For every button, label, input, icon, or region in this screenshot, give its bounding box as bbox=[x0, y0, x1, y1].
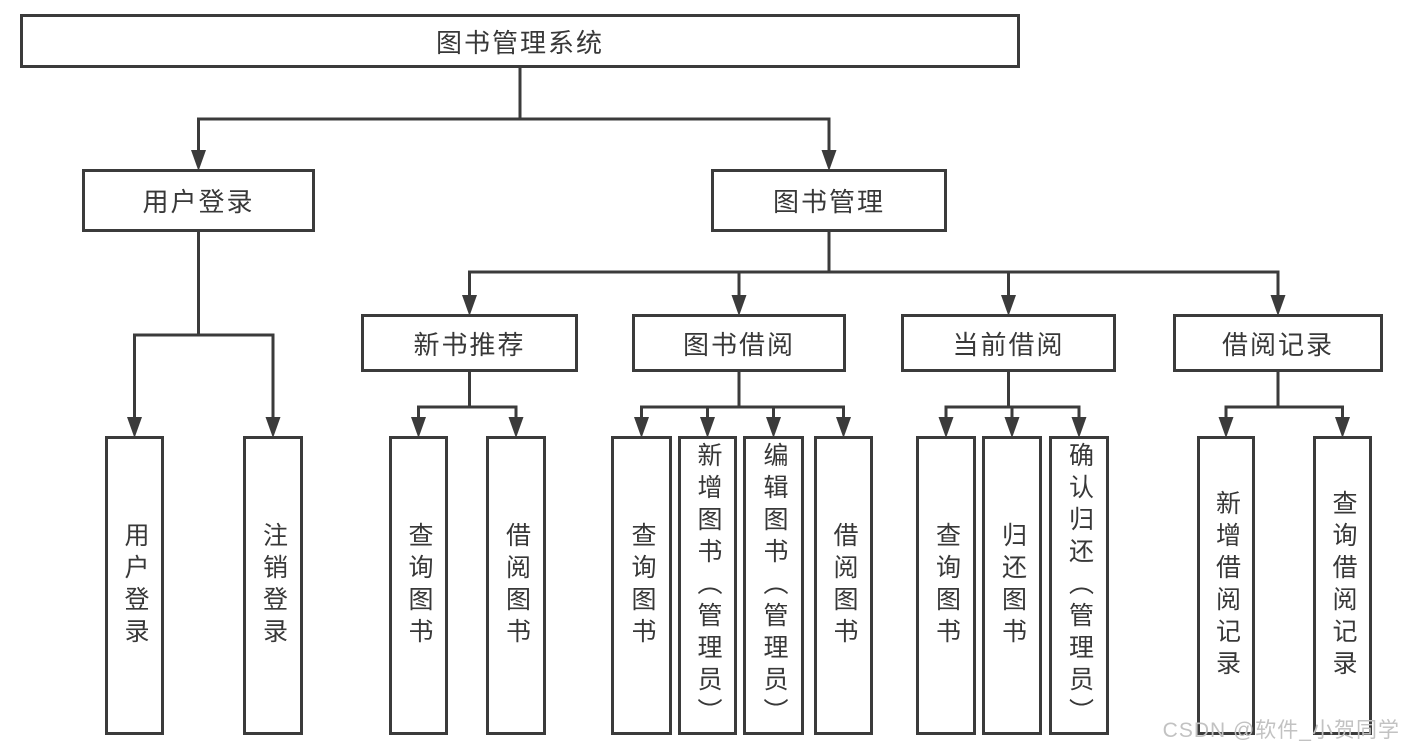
node-leaf-query-books-current: 查询图书 bbox=[916, 436, 976, 735]
node-book-management: 图书管理 bbox=[711, 169, 947, 232]
arrowhead-icon bbox=[766, 417, 781, 438]
node-book-borrowing: 图书借阅 bbox=[632, 314, 846, 372]
node-leaf-borrow-books: 借阅图书 bbox=[814, 436, 873, 735]
arrowhead-icon bbox=[1218, 417, 1234, 438]
node-label-leaf-add-borrow-record: 新增借阅记录 bbox=[1212, 489, 1241, 682]
node-label-leaf-add-books-admin: 新增图书（管理员） bbox=[694, 441, 722, 730]
node-leaf-edit-books-admin: 编辑图书（管理员） bbox=[743, 436, 804, 735]
node-label-current-borrowing: 当前借阅 bbox=[952, 329, 1065, 360]
node-leaf-logout: 注销登录 bbox=[243, 436, 303, 735]
node-label-leaf-query-books-rec: 查询图书 bbox=[405, 521, 433, 650]
node-label-leaf-query-borrow-record: 查询借阅记录 bbox=[1329, 489, 1357, 682]
arrowhead-icon bbox=[1001, 295, 1016, 316]
node-label-leaf-return-books: 归还图书 bbox=[998, 521, 1027, 650]
node-leaf-query-books-rec: 查询图书 bbox=[389, 436, 448, 735]
connector-user-login bbox=[133, 230, 275, 419]
arrowhead-icon bbox=[836, 417, 851, 438]
node-leaf-return-books: 归还图书 bbox=[982, 436, 1042, 735]
node-label-borrowing-records: 借阅记录 bbox=[1221, 329, 1334, 360]
arrowhead-icon bbox=[508, 417, 524, 438]
arrowhead-icon bbox=[1270, 295, 1286, 316]
node-user-login: 用户登录 bbox=[82, 169, 315, 232]
node-label-root: 图书管理系统 bbox=[435, 27, 604, 58]
arrowhead-icon bbox=[731, 295, 747, 316]
arrowhead-icon bbox=[1071, 417, 1087, 438]
node-borrowing-records: 借阅记录 bbox=[1173, 314, 1383, 372]
node-label-book-management: 图书管理 bbox=[772, 187, 885, 217]
arrowhead-icon bbox=[938, 417, 954, 438]
arrowhead-icon bbox=[191, 150, 206, 171]
node-label-leaf-user-login: 用户登录 bbox=[121, 521, 149, 650]
arrowhead-icon bbox=[634, 417, 649, 438]
node-label-leaf-confirm-return: 确认归还（管理员） bbox=[1065, 441, 1094, 730]
node-label-book-borrowing: 图书借阅 bbox=[682, 329, 795, 360]
arrowhead-icon bbox=[127, 417, 142, 438]
node-leaf-add-borrow-record: 新增借阅记录 bbox=[1197, 436, 1255, 735]
connector-book-borrowing bbox=[640, 370, 845, 419]
connector-new-book-recommend bbox=[417, 370, 518, 419]
arrowhead-icon bbox=[1335, 417, 1350, 438]
node-leaf-confirm-return: 确认归还（管理员） bbox=[1049, 436, 1109, 735]
node-root: 图书管理系统 bbox=[20, 14, 1020, 68]
arrowhead-icon bbox=[700, 417, 715, 438]
connector-borrowing-records bbox=[1224, 370, 1344, 419]
arrowhead-icon bbox=[1004, 417, 1020, 438]
arrowhead-icon bbox=[821, 150, 837, 171]
arrowhead-icon bbox=[411, 417, 426, 438]
node-label-new-book-recommend: 新书推荐 bbox=[413, 329, 526, 360]
connector-current-borrowing bbox=[944, 370, 1081, 419]
connector-book-management bbox=[468, 230, 1280, 297]
node-leaf-borrow-books-rec: 借阅图书 bbox=[486, 436, 546, 735]
node-label-leaf-borrow-books-rec: 借阅图书 bbox=[502, 521, 531, 650]
node-leaf-query-borrow-record: 查询借阅记录 bbox=[1313, 436, 1372, 735]
node-leaf-user-login: 用户登录 bbox=[105, 436, 164, 735]
node-label-leaf-logout: 注销登录 bbox=[259, 521, 288, 650]
node-leaf-add-books-admin: 新增图书（管理员） bbox=[678, 436, 737, 735]
arrowhead-icon bbox=[462, 295, 477, 316]
watermark: CSDN @软件_小贺同学 bbox=[1162, 719, 1400, 742]
node-leaf-query-books-borrow: 查询图书 bbox=[611, 436, 672, 735]
node-label-leaf-query-books-borrow: 查询图书 bbox=[628, 521, 656, 650]
node-label-leaf-borrow-books: 借阅图书 bbox=[830, 521, 858, 650]
node-label-leaf-edit-books-admin: 编辑图书（管理员） bbox=[760, 441, 788, 730]
connector-root bbox=[197, 66, 831, 152]
node-current-borrowing: 当前借阅 bbox=[901, 314, 1116, 372]
node-new-book-recommend: 新书推荐 bbox=[361, 314, 578, 372]
arrowhead-icon bbox=[265, 417, 281, 438]
node-label-user-login: 用户登录 bbox=[142, 187, 255, 217]
node-label-leaf-query-books-current: 查询图书 bbox=[932, 521, 961, 650]
